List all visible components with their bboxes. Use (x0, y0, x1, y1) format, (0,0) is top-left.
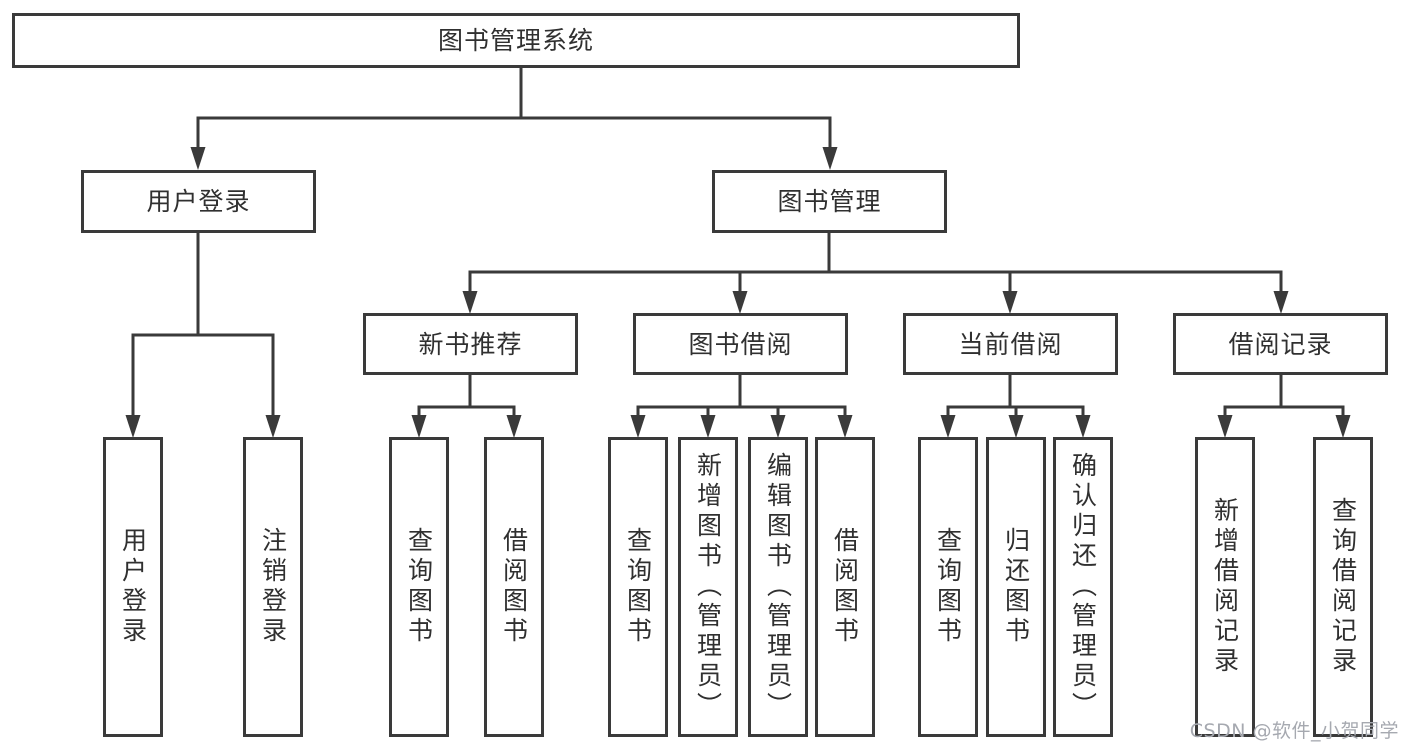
leaf-logout: 注销登录 (243, 437, 303, 737)
leaf-query-borrow-record-label: 查询借阅记录 (1328, 497, 1358, 677)
node-root-label: 图书管理系统 (437, 26, 594, 55)
node-new-book-recommendation-label: 新书推荐 (418, 329, 523, 359)
leaf-add-borrow-record: 新增借阅记录 (1195, 437, 1255, 737)
leaf-user-login: 用户登录 (103, 437, 163, 737)
node-current-borrowing: 当前借阅 (903, 313, 1118, 375)
leaf-add-book-admin-label: 新增图书（管理员） (693, 452, 723, 722)
leaf-add-borrow-record-label: 新增借阅记录 (1210, 497, 1240, 677)
leaf-add-book-admin: 新增图书（管理员） (678, 437, 738, 737)
leaf-edit-book-admin: 编辑图书（管理员） (748, 437, 808, 737)
leaf-return-books: 归还图书 (986, 437, 1046, 737)
node-user-login: 用户登录 (81, 170, 316, 233)
node-borrowing-records: 借阅记录 (1173, 313, 1388, 375)
leaf-confirm-return-admin-label: 确认归还（管理员） (1068, 452, 1098, 722)
node-book-management: 图书管理 (712, 170, 947, 233)
node-book-borrowing-label: 图书借阅 (688, 329, 793, 359)
leaf-borrow-books-borrow-label: 借阅图书 (830, 527, 860, 647)
leaf-return-books-label: 归还图书 (1001, 527, 1031, 647)
leaf-user-login-label: 用户登录 (118, 527, 148, 647)
leaf-borrow-books-recommend: 借阅图书 (484, 437, 544, 737)
node-book-borrowing: 图书借阅 (633, 313, 848, 375)
node-new-book-recommendation: 新书推荐 (363, 313, 578, 375)
leaf-logout-label: 注销登录 (258, 527, 288, 647)
node-user-login-label: 用户登录 (146, 187, 251, 216)
leaf-borrow-books-recommend-label: 借阅图书 (499, 527, 529, 647)
leaf-query-books-recommend-label: 查询图书 (404, 527, 434, 647)
arrowheads-group (125, 147, 1351, 438)
node-root: 图书管理系统 (12, 13, 1020, 68)
leaf-query-books-current-label: 查询图书 (933, 527, 963, 647)
leaf-query-books-borrow-label: 查询图书 (623, 527, 653, 647)
node-book-management-label: 图书管理 (777, 187, 882, 216)
node-borrowing-records-label: 借阅记录 (1228, 329, 1333, 359)
node-current-borrowing-label: 当前借阅 (958, 329, 1063, 359)
leaf-confirm-return-admin: 确认归还（管理员） (1053, 437, 1113, 737)
leaf-query-books-recommend: 查询图书 (389, 437, 449, 737)
leaf-edit-book-admin-label: 编辑图书（管理员） (763, 452, 793, 722)
csdn-watermark: CSDN @软件_小贺同学 (1189, 720, 1399, 742)
leaf-borrow-books-borrow: 借阅图书 (815, 437, 875, 737)
leaf-query-borrow-record: 查询借阅记录 (1313, 437, 1373, 737)
leaf-query-books-current: 查询图书 (918, 437, 978, 737)
leaf-query-books-borrow: 查询图书 (608, 437, 668, 737)
